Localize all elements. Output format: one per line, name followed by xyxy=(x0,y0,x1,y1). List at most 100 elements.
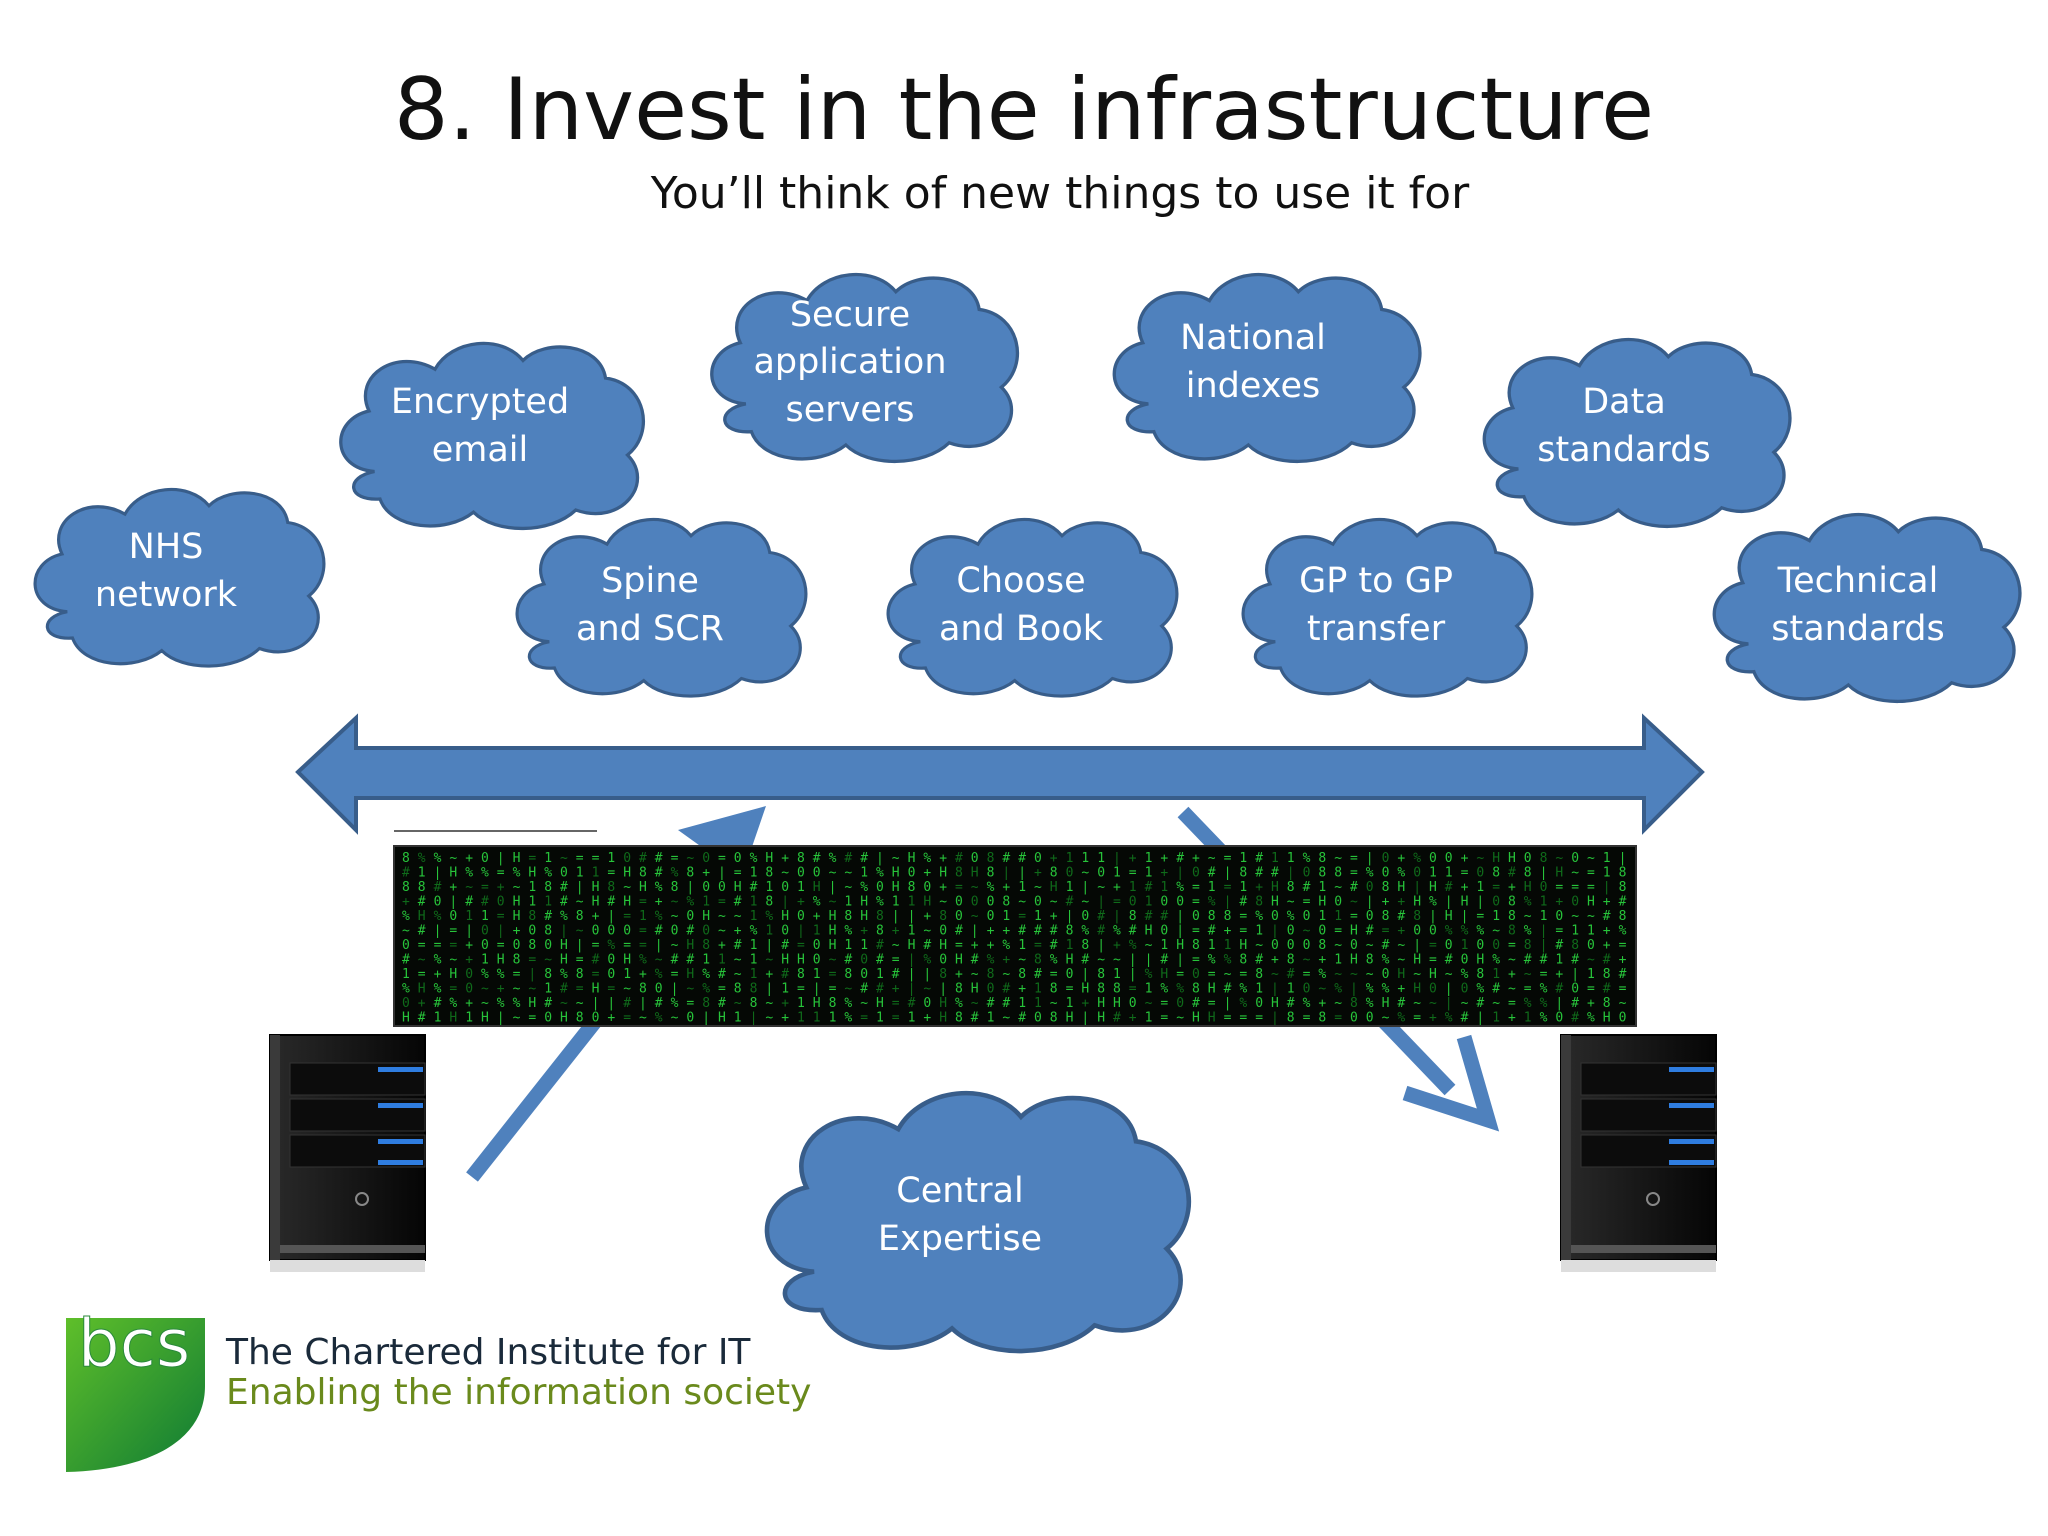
matrix-glyph: # xyxy=(1239,895,1247,910)
matrix-glyph: H xyxy=(1413,953,1421,968)
matrix-glyph: H xyxy=(1587,895,1595,910)
matrix-glyph: 8 xyxy=(939,909,947,924)
matrix-glyph: = xyxy=(1524,982,1532,997)
matrix-glyph: ~ xyxy=(1476,851,1484,866)
matrix-glyph: ~ xyxy=(1334,880,1342,895)
matrix-glyph: # xyxy=(1066,895,1074,910)
matrix-glyph: = xyxy=(1224,1011,1232,1026)
matrix-glyph: | xyxy=(1445,982,1453,997)
matrix-glyph: | xyxy=(671,982,679,997)
cloud-label: indexes xyxy=(1186,366,1320,406)
matrix-glyph: 8 xyxy=(1334,866,1342,881)
matrix-glyph: = xyxy=(528,851,536,866)
matrix-glyph: H xyxy=(813,996,821,1011)
matrix-glyph: 1 xyxy=(1066,880,1074,895)
cloud-encrypted-email: Encrypted email xyxy=(339,341,646,531)
matrix-glyph: = xyxy=(718,851,726,866)
matrix-glyph: 0 xyxy=(671,924,679,939)
matrix-glyph: + xyxy=(1461,880,1469,895)
matrix-glyph: % xyxy=(1429,895,1437,910)
matrix-glyph: + xyxy=(1508,967,1516,982)
matrix-glyph: 1 xyxy=(1018,938,1026,953)
matrix-glyph: 0 xyxy=(923,880,931,895)
matrix-glyph: % xyxy=(544,866,552,881)
matrix-glyph: 1 xyxy=(544,851,552,866)
matrix-glyph: ~ xyxy=(686,982,694,997)
matrix-glyph: | xyxy=(1287,866,1295,881)
matrix-glyph: + xyxy=(939,880,947,895)
matrix-glyph: # xyxy=(1034,967,1042,982)
matrix-glyph: ~ xyxy=(1382,1011,1390,1026)
matrix-glyph: H xyxy=(623,953,631,968)
cloud-label: National xyxy=(1180,318,1326,358)
matrix-glyph: 8 xyxy=(639,982,647,997)
matrix-glyph: | xyxy=(1176,866,1184,881)
matrix-glyph: 8 xyxy=(1619,866,1627,881)
matrix-glyph: % xyxy=(402,909,410,924)
matrix-glyph: H xyxy=(1429,880,1437,895)
matrix-glyph: 0 xyxy=(402,996,410,1011)
matrix-glyph: | xyxy=(1603,880,1611,895)
cloud-label: Spine xyxy=(601,561,699,601)
matrix-glyph: # xyxy=(1540,953,1548,968)
matrix-glyph: # xyxy=(892,967,900,982)
matrix-glyph: % xyxy=(876,895,884,910)
matrix-glyph: H xyxy=(718,1011,726,1026)
matrix-glyph: 1 xyxy=(1066,938,1074,953)
matrix-glyph: + xyxy=(781,851,789,866)
matrix-glyph: 0 xyxy=(971,895,979,910)
matrix-glyph: # xyxy=(734,895,742,910)
matrix-glyph: = xyxy=(639,924,647,939)
matrix-glyph: 1 xyxy=(1066,996,1074,1011)
matrix-glyph: | xyxy=(449,895,457,910)
matrix-glyph: = xyxy=(797,982,805,997)
matrix-glyph: | xyxy=(908,909,916,924)
matrix-glyph: 0 xyxy=(1255,996,1263,1011)
matrix-glyph: 8 xyxy=(1318,938,1326,953)
matrix-glyph: ~ xyxy=(465,880,473,895)
matrix-glyph: H xyxy=(1413,982,1421,997)
matrix-glyph: 8 xyxy=(765,866,773,881)
matrix-glyph: 0 xyxy=(1318,924,1326,939)
matrix-glyph: ~ xyxy=(1255,938,1263,953)
matrix-glyph: | xyxy=(1224,996,1232,1011)
matrix-glyph: % xyxy=(481,967,489,982)
matrix-glyph: H xyxy=(1192,1011,1200,1026)
matrix-glyph: = xyxy=(734,866,742,881)
matrix-glyph: ~ xyxy=(402,924,410,939)
matrix-glyph: # xyxy=(1461,1011,1469,1026)
matrix-glyph: 0 xyxy=(1555,909,1563,924)
matrix-glyph: = xyxy=(1255,1011,1263,1026)
matrix-glyph: # xyxy=(1160,909,1168,924)
matrix-glyph: + xyxy=(655,895,663,910)
matrix-glyph: 1 xyxy=(1145,1011,1153,1026)
matrix-glyph: 0 xyxy=(813,953,821,968)
matrix-glyph: 8 xyxy=(955,982,963,997)
matrix-glyph: # xyxy=(607,895,615,910)
matrix-glyph: 0 xyxy=(1192,866,1200,881)
matrix-glyph: # xyxy=(1018,1011,1026,1026)
matrix-glyph: | xyxy=(1176,953,1184,968)
matrix-glyph: = xyxy=(1160,1011,1168,1026)
matrix-glyph: H xyxy=(1208,1011,1216,1026)
matrix-glyph: = xyxy=(1208,996,1216,1011)
matrix-glyph: = xyxy=(1018,909,1026,924)
matrix-glyph: # xyxy=(686,924,694,939)
matrix-glyph: 1 xyxy=(1540,909,1548,924)
matrix-glyph: ~ xyxy=(765,953,773,968)
matrix-glyph: 1 xyxy=(750,938,758,953)
matrix-glyph: % xyxy=(1050,953,1058,968)
matrix-glyph: % xyxy=(1540,982,1548,997)
matrix-glyph: | xyxy=(1571,967,1579,982)
matrix-glyph: 8 xyxy=(1603,996,1611,1011)
matrix-glyph: 0 xyxy=(702,851,710,866)
matrix-glyph: # xyxy=(639,851,647,866)
matrix-glyph: 0 xyxy=(797,909,805,924)
matrix-glyph: ~ xyxy=(971,996,979,1011)
matrix-glyph: | xyxy=(781,895,789,910)
matrix-glyph: 0 xyxy=(1476,866,1484,881)
matrix-glyph: # xyxy=(418,895,426,910)
matrix-glyph: # xyxy=(844,851,852,866)
matrix-glyph: 1 xyxy=(876,1011,884,1026)
matrix-glyph: % xyxy=(750,924,758,939)
